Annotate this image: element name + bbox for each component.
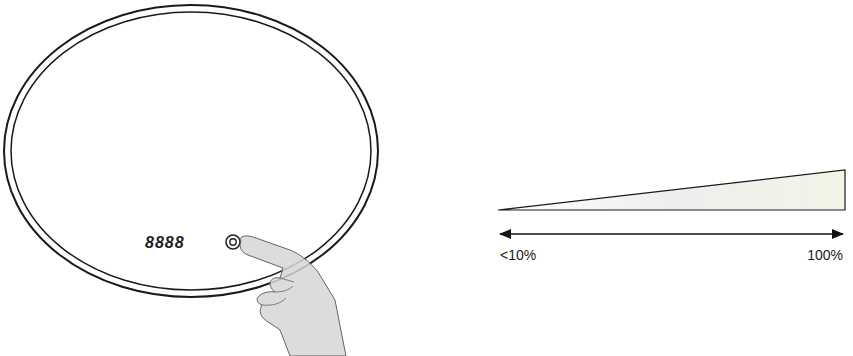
touch-button-icon — [230, 239, 236, 245]
mirror-inner-rim — [11, 12, 371, 290]
range-arrow — [500, 233, 843, 234]
max-brightness: 100% — [807, 248, 843, 262]
pointing-hand — [240, 236, 346, 356]
min-brightness: <10% — [500, 248, 536, 262]
brightness-ramp — [498, 170, 845, 210]
touch-button — [226, 235, 240, 249]
mirror-outer-rim — [4, 5, 378, 297]
hand-finger-lines — [262, 278, 294, 305]
display-digits: 8888 — [145, 235, 185, 251]
